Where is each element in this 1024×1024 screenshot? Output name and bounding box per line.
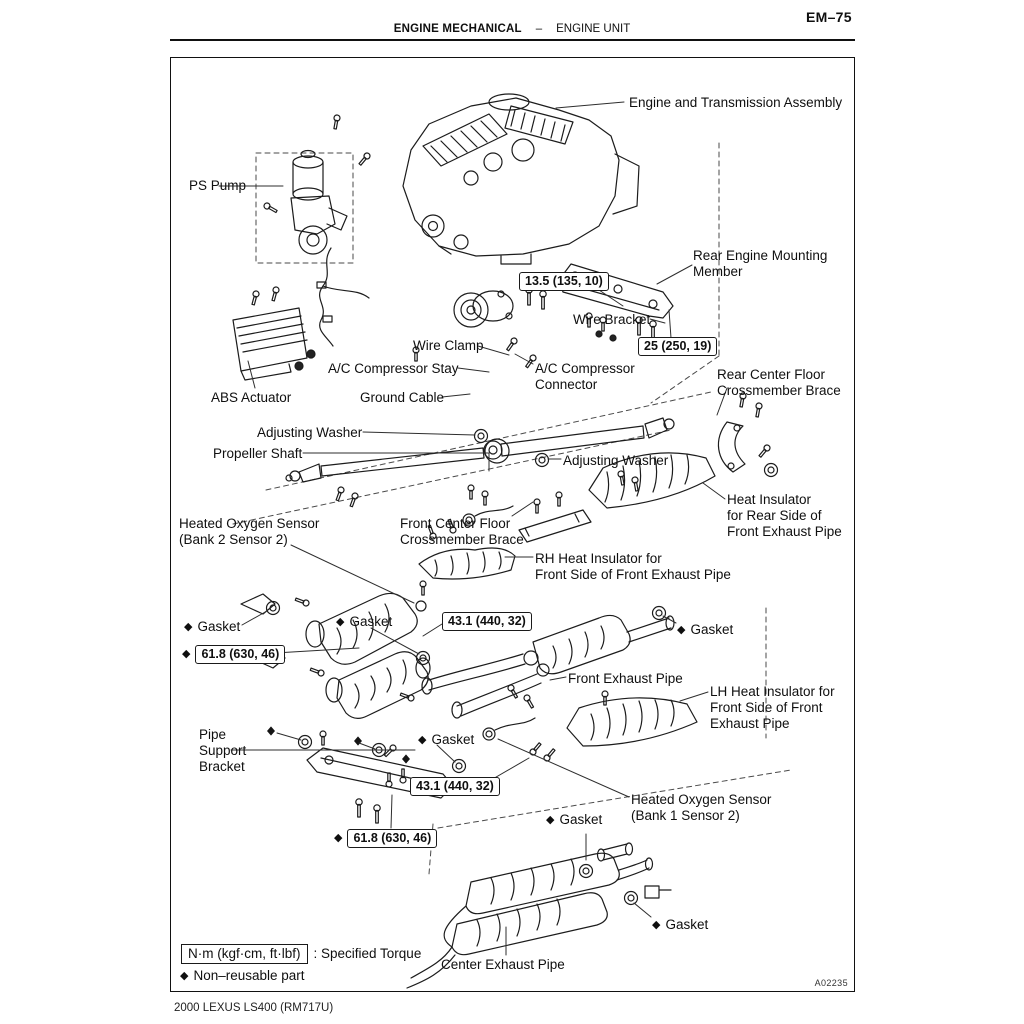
legend-non-reusable: ◆Non–reusable part [180, 968, 305, 983]
diagram-frame: Engine and Transmission Assembly PS Pump… [170, 57, 855, 992]
label-rear-engine-mounting-member: Rear Engine Mounting Member [693, 248, 828, 279]
label-ac-compressor-stay: A/C Compressor Stay [328, 361, 459, 376]
header-subsection: ENGINE UNIT [556, 23, 631, 35]
front-exhaust-pipe-illustration [385, 605, 675, 788]
label-gasket-mid: ◆Gasket [336, 614, 393, 629]
label-wire-bracket: Wire Bracket [573, 312, 651, 327]
label-gasket-mid-bottom: ◆Gasket [418, 732, 475, 747]
non-reusable-diamond-icon: ◆ [180, 970, 189, 982]
non-reusable-diamond-icon: ◆ [677, 624, 686, 636]
label-rear-center-floor-crossmember-brace: Rear Center Floor Crossmember Brace [717, 367, 841, 398]
label-engine-transmission-assembly: Engine and Transmission Assembly [629, 95, 843, 110]
non-reusable-diamond-markers [267, 726, 410, 764]
label-ac-compressor-connector: A/C Compressor Connector [535, 361, 635, 392]
torque-box-61-8-upper: ◆61.8 (630, 46) [182, 645, 286, 664]
torque-box-43-1-upper: 43.1 (440, 32) [442, 612, 532, 631]
engine-transmission-illustration [402, 93, 640, 265]
propeller-shaft-illustration [285, 417, 675, 508]
figure-code: A02235 [814, 978, 848, 988]
oxygen-sensor-bank2-illustration [415, 505, 514, 612]
label-heated-oxygen-sensor-bank2: Heated Oxygen Sensor (Bank 2 Sensor 2) [179, 516, 320, 547]
wiring-harness-illustration [316, 247, 370, 347]
label-adjusting-washer-1: Adjusting Washer [257, 425, 363, 440]
page-number: EM–75 [806, 9, 852, 25]
exploded-diagram-art [218, 93, 792, 989]
label-heated-oxygen-sensor-bank1: Heated Oxygen Sensor (Bank 1 Sensor 2) [631, 792, 772, 823]
torque-unit-box: N·m (kgf·cm, ft·lbf) [181, 944, 308, 964]
label-rh-heat-insulator: RH Heat Insulator for Front Side of Fron… [535, 551, 731, 582]
non-reusable-diamond-icon: ◆ [184, 621, 193, 633]
torque-box-61-8-lower: ◆61.8 (630, 46) [334, 829, 438, 848]
label-heat-insulator-rear: Heat Insulator for Rear Side of Front Ex… [727, 492, 842, 539]
label-gasket-right: ◆Gasket [677, 622, 734, 637]
label-gasket-bottom-right: ◆Gasket [652, 917, 709, 932]
lh-heat-insulator-illustration [566, 690, 698, 747]
label-front-exhaust-pipe: Front Exhaust Pipe [568, 671, 683, 686]
center-exhaust-pipe-illustration [406, 842, 672, 989]
header-rule [170, 39, 855, 41]
front-center-floor-brace-illustration [518, 491, 592, 543]
dashed-construction-lines [232, 142, 792, 875]
label-propeller-shaft: Propeller Shaft [213, 446, 303, 461]
torque-box-13-5: 13.5 (135, 10) [519, 272, 609, 291]
label-front-center-floor-crossmember-brace: Front Center Floor Crossmember Brace [400, 516, 524, 547]
non-reusable-diamond-icon: ◆ [652, 919, 661, 931]
oxygen-sensor-bank1-illustration [482, 717, 536, 741]
page-header: ENGINE MECHANICAL – ENGINE UNIT [170, 23, 854, 35]
leader-lines [218, 101, 728, 956]
page-footer: 2000 LEXUS LS400 (RM717U) [174, 1002, 334, 1014]
ps-pump-illustration [262, 113, 372, 255]
header-section: ENGINE MECHANICAL [393, 23, 522, 35]
label-abs-actuator: ABS Actuator [211, 390, 292, 405]
non-reusable-diamond-icon: ◆ [546, 814, 555, 826]
rh-heat-insulator-illustration [418, 518, 516, 596]
abs-actuator-illustration [232, 285, 316, 381]
label-lh-heat-insulator: LH Heat Insulator for Front Side of Fron… [710, 684, 835, 731]
label-gasket-left: ◆Gasket [184, 619, 241, 634]
torque-box-25: 25 (250, 19) [638, 337, 718, 356]
ac-compressor-illustration [412, 290, 538, 370]
label-ps-pump: PS Pump [189, 178, 247, 193]
label-adjusting-washer-2: Adjusting Washer [563, 453, 669, 468]
header-separator: – [535, 23, 543, 35]
rear-center-floor-brace-illustration [717, 391, 779, 478]
non-reusable-diamond-icon: ◆ [182, 648, 191, 660]
heat-insulator-rear-illustration [588, 452, 716, 509]
label-ground-cable: Ground Cable [360, 390, 445, 405]
non-reusable-diamond-icon: ◆ [418, 734, 427, 746]
label-center-exhaust-pipe: Center Exhaust Pipe [441, 957, 565, 972]
torque-box-43-1-lower: 43.1 (440, 32) [410, 777, 500, 796]
label-pipe-support-bracket: Pipe Support Bracket [199, 727, 247, 774]
non-reusable-diamond-icon: ◆ [334, 832, 343, 844]
label-gasket-bank1: ◆Gasket [546, 812, 603, 827]
legend-specified-torque: N·m (kgf·cm, ft·lbf): Specified Torque [181, 944, 421, 964]
label-wire-clamp: Wire Clamp [413, 338, 484, 353]
non-reusable-diamond-icon: ◆ [336, 616, 345, 628]
